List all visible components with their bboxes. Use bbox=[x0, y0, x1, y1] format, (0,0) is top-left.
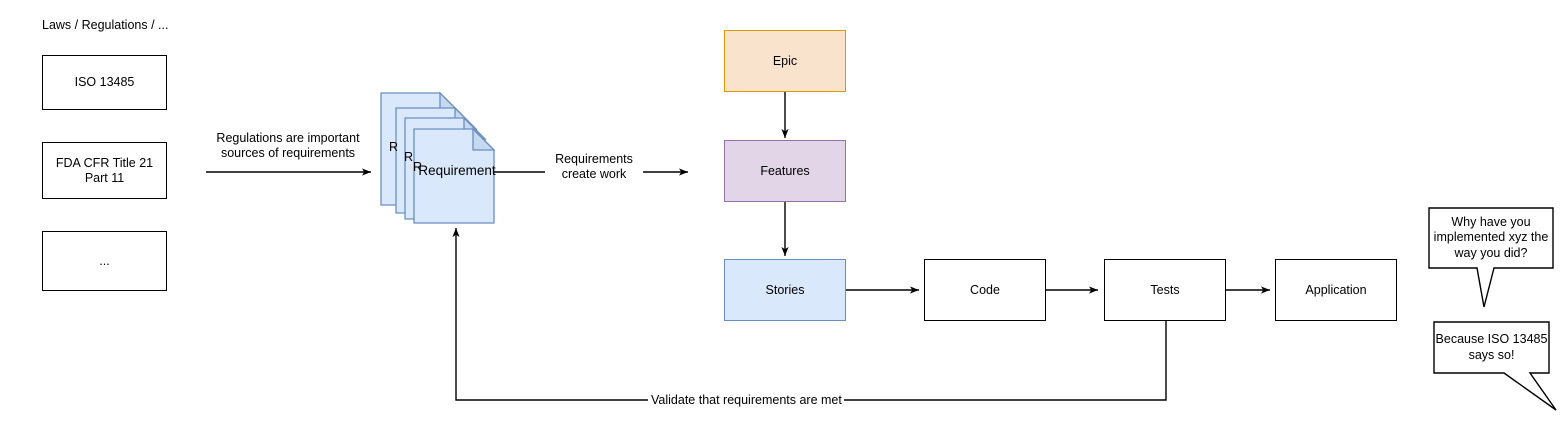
speech-bubble-auditor[interactable] bbox=[1428, 207, 1554, 308]
work-item-label: Stories bbox=[765, 282, 805, 297]
work-item-label: Epic bbox=[772, 53, 798, 68]
regulation-label: ISO 13485 bbox=[74, 75, 135, 89]
speech-bubble-text-auditor: Why have you implemented xyz the way you… bbox=[1433, 214, 1549, 260]
regulation-box-fda-cfr-title-21[interactable]: FDA CFR Title 21 Part 11 bbox=[42, 142, 167, 199]
edge-label-validation-feedback: Validate that requirements are met bbox=[648, 393, 844, 408]
work-item-box-epic[interactable]: Epic bbox=[724, 30, 846, 92]
pipeline-label: Tests bbox=[1150, 282, 1180, 297]
regulation-box-ellipsis[interactable]: ... bbox=[42, 231, 167, 291]
work-item-box-stories[interactable]: Stories bbox=[724, 259, 846, 321]
pipeline-label: Code bbox=[970, 282, 1000, 297]
regulation-box-iso-13485[interactable]: ISO 13485 bbox=[42, 55, 167, 110]
work-item-box-features[interactable]: Features bbox=[724, 140, 846, 202]
pipeline-label: Application bbox=[1305, 282, 1367, 297]
requirement-doc-front-label: Requirement bbox=[418, 163, 496, 178]
regulation-label: ... bbox=[99, 253, 110, 268]
regulations-heading: Laws / Regulations / ... bbox=[42, 18, 169, 32]
pipeline-box-tests[interactable]: Tests bbox=[1104, 259, 1226, 321]
speech-bubble-text-developer: Because ISO 13485 says so! bbox=[1435, 332, 1548, 362]
requirement-doc-back-label-1: R bbox=[413, 160, 423, 174]
requirement-doc-front[interactable] bbox=[413, 127, 496, 224]
edge-label-regulations-to-requirements: Regulations are important sources of req… bbox=[207, 131, 369, 161]
edge-label-requirements-create-work: Requirements create work bbox=[545, 152, 643, 182]
requirement-doc-back-label-3: R bbox=[389, 140, 399, 154]
regulation-label: FDA CFR Title 21 Part 11 bbox=[55, 155, 154, 185]
pipeline-box-code[interactable]: Code bbox=[924, 259, 1046, 321]
speech-bubble-developer[interactable] bbox=[1433, 321, 1557, 411]
pipeline-box-application[interactable]: Application bbox=[1275, 259, 1397, 321]
requirement-doc-back-label-2: R bbox=[404, 150, 414, 164]
work-item-label: Features bbox=[760, 163, 810, 178]
